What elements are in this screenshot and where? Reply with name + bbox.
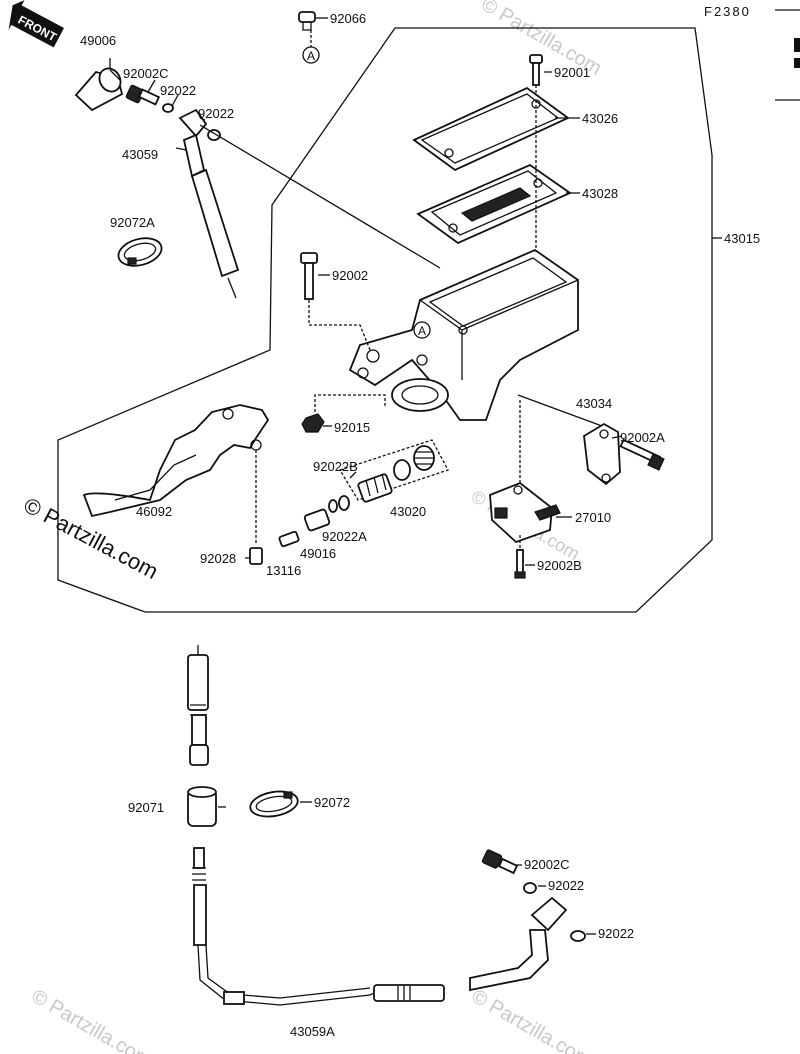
piston-parts [249,439,449,565]
corner-mark [794,38,800,52]
label-92002C-top: 92002C [123,66,169,81]
label-43015: 43015 [724,231,760,246]
label-49006: 49006 [80,33,116,48]
watermark-bottom-left: © Partzilla.com [28,985,156,1054]
label-92022A: 92022A [322,529,367,544]
clamp-92072A [117,237,163,267]
label-92071: 92071 [128,800,164,815]
label-27010: 27010 [575,510,611,525]
label-43026: 43026 [582,111,618,126]
label-92002A: 92002A [620,430,665,445]
label-46092: 46092 [136,504,172,519]
diagram-code: F2380 [704,4,751,19]
svg-text:A: A [418,324,426,338]
diaphragm-43028 [416,163,572,245]
label-92002B: 92002B [537,558,582,573]
label-92022-b: 92022 [198,106,234,121]
banjo-bolt-92002C-bottom [481,849,586,942]
label-92072: 92072 [314,795,350,810]
label-92015: 92015 [334,420,370,435]
label-43028: 43028 [582,186,618,201]
clamp-92072 [249,790,299,818]
label-92072A: 92072A [110,215,155,230]
reservoir-cover-43026 [412,86,570,172]
bolt-92002 [300,252,371,351]
part-labels: 49006 92066 92002C 92022 92022 43059 920… [80,11,760,1039]
svg-text:A: A [307,49,315,63]
label-43059A: 43059A [290,1024,335,1039]
label-92028: 92028 [200,551,236,566]
label-43034: 43034 [576,396,612,411]
label-92002C-bottom: 92002C [524,857,570,872]
label-92022-d: 92022 [598,926,634,941]
front-arrow-icon: FRONT [8,0,65,48]
label-92022B: 92022B [313,459,358,474]
brake-hose-43059 [178,108,441,299]
cap-92066 [298,11,328,31]
banjo-bolt-92002C-top [125,84,221,141]
label-92002: 92002 [332,268,368,283]
label-13116: 13116 [266,563,301,578]
brake-hose-43059A [192,847,568,1006]
holder-43034 [583,422,621,486]
bolt-92002A [619,438,665,471]
label-43059: 43059 [122,147,158,162]
screw-92002B [514,535,526,579]
lever-46092 [82,404,270,545]
assembly-outline [57,27,713,613]
label-92001: 92001 [554,65,590,80]
switch-27010 [489,481,561,544]
ref-marker-a-top: A [302,30,320,64]
boot-92071 [187,786,217,827]
master-cylinder-body [348,248,579,421]
label-92022-a: 92022 [160,83,196,98]
label-92066: 92066 [330,11,366,26]
label-49016: 49016 [300,546,336,561]
boot-49006 [74,58,124,112]
label-92022-c: 92022 [548,878,584,893]
watermark-bottom-right: © Partzilla.com [468,985,596,1054]
nut-92015 [301,394,386,433]
label-43020: 43020 [390,504,426,519]
hose-lower-fitting [187,645,209,766]
leader-lines [109,69,722,935]
ref-marker-a-body: A [413,321,431,339]
